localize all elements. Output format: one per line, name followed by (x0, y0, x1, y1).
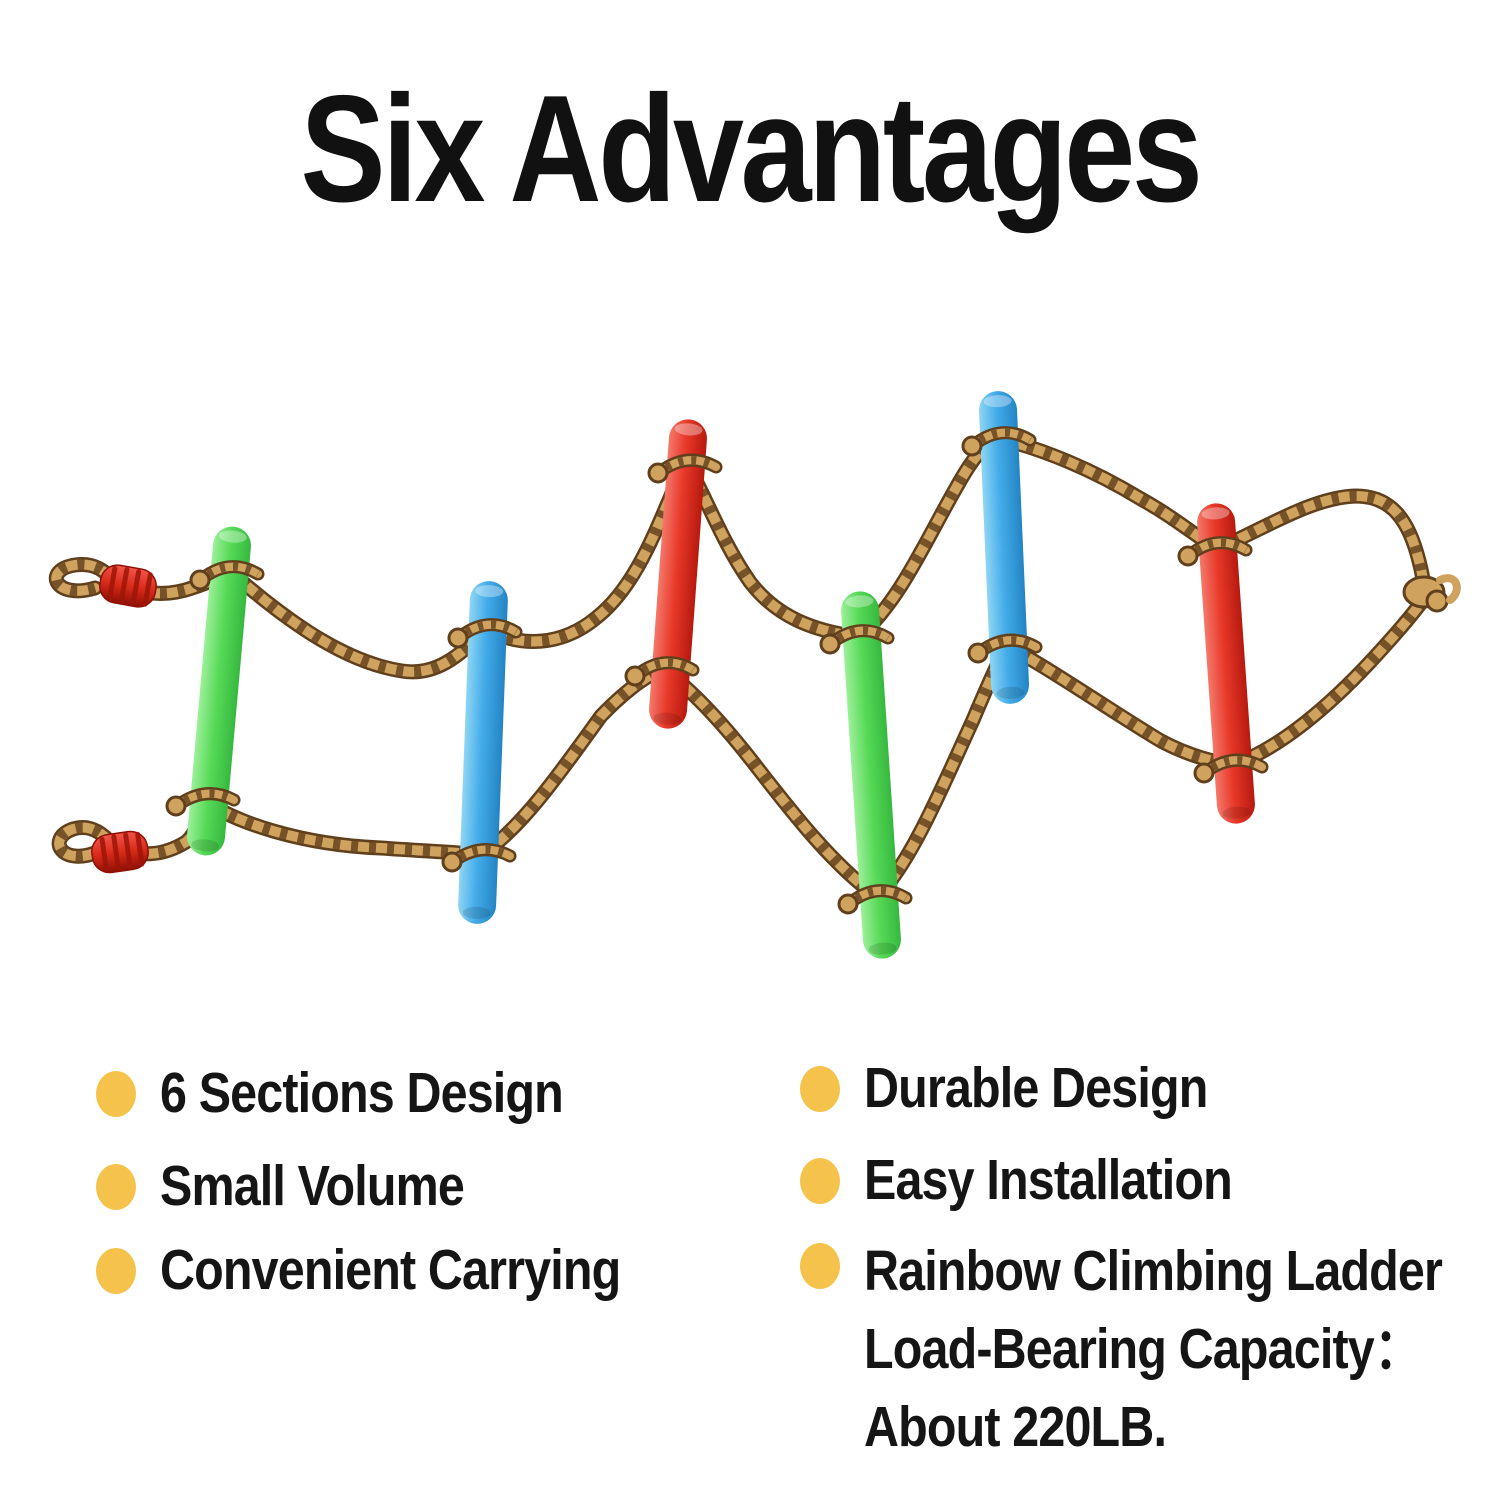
rope-knot-right-icon (1402, 574, 1461, 613)
rung-5-blue (979, 391, 1030, 704)
bullet-dot-icon (96, 1071, 136, 1117)
rung-3-red (649, 419, 707, 729)
rung-2-blue (458, 581, 508, 924)
advantage-label: Convenient Carrying (160, 1238, 621, 1302)
advantage-item: Small Volume (96, 1153, 518, 1219)
rope-grip-top-left-icon (99, 564, 157, 608)
bullet-dot-icon (800, 1158, 840, 1204)
advantage-item: 6 Sections Design (96, 1060, 634, 1126)
advantage-label: 6 Sections Design (160, 1061, 564, 1125)
bullet-dot-icon (96, 1164, 136, 1210)
bullet-dot-icon (800, 1243, 840, 1289)
bullet-dot-icon (800, 1066, 840, 1112)
advantage-item: Easy Installation (800, 1147, 1297, 1213)
rope-hitches (165, 433, 1262, 915)
advantage-label: Durable Design (864, 1056, 1208, 1120)
advantage-label: Rainbow Climbing Ladder Load-Bearing Cap… (864, 1239, 1443, 1459)
advantage-item: Durable Design (800, 1055, 1268, 1121)
rung-1-green (187, 526, 251, 856)
climbing-ladder-illustration (0, 391, 1461, 959)
advantage-item: Convenient Carrying (96, 1237, 702, 1303)
page-title: Six Advantages (300, 64, 1202, 234)
rope-grip-bottom-left-icon (91, 830, 149, 874)
rung-4-green (841, 591, 901, 959)
advantage-label: Easy Installation (864, 1148, 1233, 1212)
bullet-dot-icon (96, 1248, 136, 1294)
rung-6-red (1197, 503, 1255, 824)
advantage-item: Rainbow Climbing Ladder Load-Bearing Cap… (800, 1232, 1500, 1466)
advantage-label: Small Volume (160, 1154, 465, 1218)
